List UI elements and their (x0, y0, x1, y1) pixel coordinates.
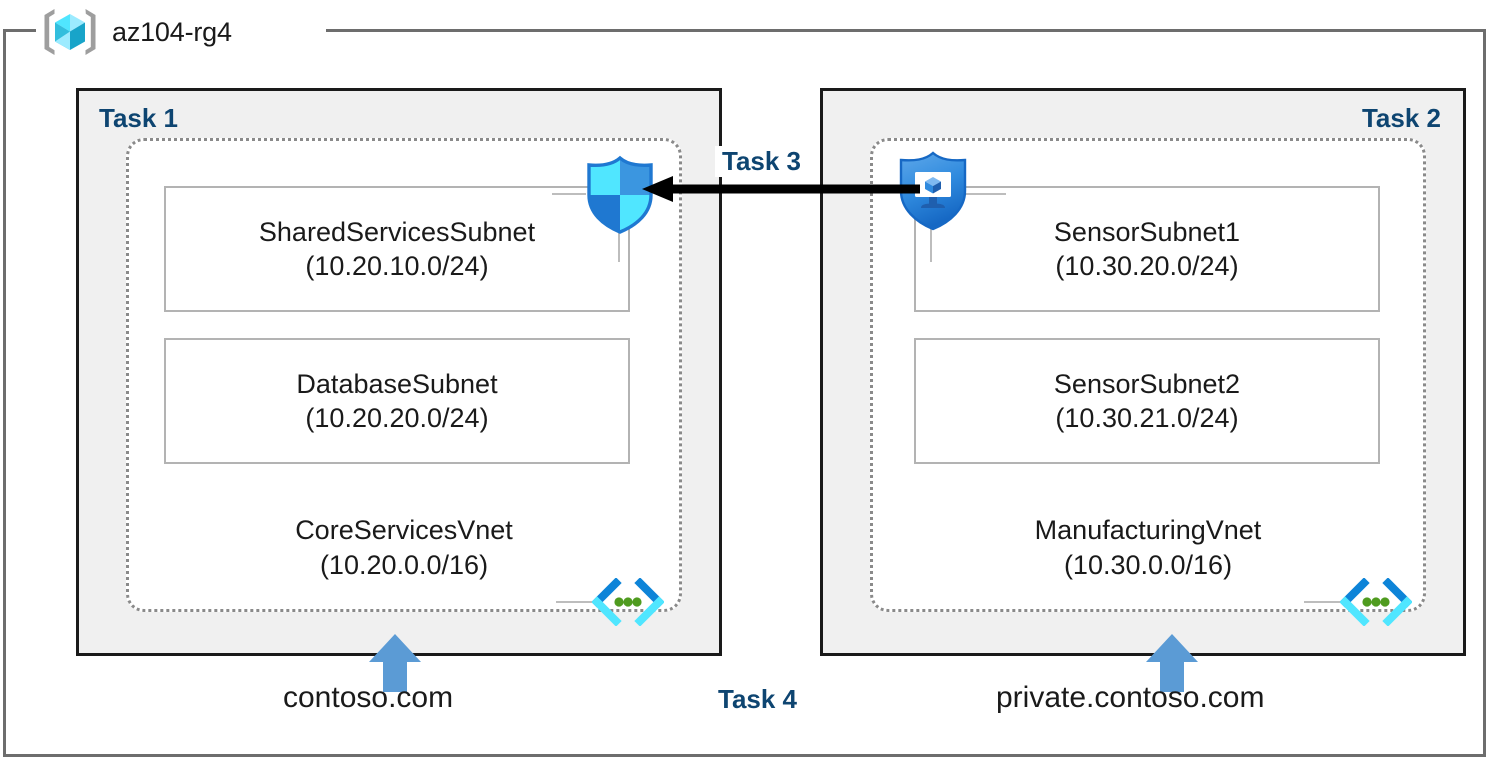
dns-zone-contoso-label: contoso.com (283, 681, 454, 714)
task1-label: Task 1 (99, 103, 179, 133)
resource-group-header: az104-rg4 (40, 6, 232, 58)
up-arrow-icon (1146, 634, 1198, 692)
subnet-database-cidr: (10.20.20.0/24) (305, 403, 489, 433)
subnet-sharedservices-cidr: (10.20.10.0/24) (305, 251, 489, 281)
peering-stub-left (556, 601, 594, 603)
subnet-sensor2: SensorSubnet2 (10.30.21.0/24) (914, 338, 1380, 464)
nsg-connector-stub-down (618, 228, 620, 262)
vm-connector-stub-down (930, 226, 932, 262)
left-arrow-icon (640, 170, 920, 208)
vnet-peering-icon (591, 577, 665, 627)
vm-connector-stub-right (966, 193, 1006, 195)
azure-resource-group-cube-icon (40, 6, 100, 58)
subnet-database: DatabaseSubnet (10.20.20.0/24) (164, 338, 630, 464)
network-security-group-shield-icon (583, 155, 657, 235)
task4-label: Task 4 (718, 684, 798, 714)
subnet-sensor1-cidr: (10.30.20.0/24) (1055, 251, 1239, 281)
subnet-sharedservices-name: SharedServicesSubnet (258, 216, 536, 247)
virtual-machine-shield-icon (895, 150, 971, 232)
subnet-sensor1: SensorSubnet1 (10.30.20.0/24) (914, 186, 1380, 312)
task3-label: Task 3 (715, 146, 809, 177)
vnet-peering-icon (1339, 577, 1413, 627)
vnet-coreservices-name: CoreServicesVnet (295, 514, 513, 545)
resource-group-frame (3, 29, 1486, 757)
vnet-manufacturing-cidr: (10.30.0.0/16) (1063, 549, 1233, 580)
subnet-sensor1-name: SensorSubnet1 (1053, 216, 1241, 247)
subnet-database-name: DatabaseSubnet (296, 368, 498, 399)
resource-group-name: az104-rg4 (112, 16, 232, 47)
vnet-manufacturing-name: ManufacturingVnet (1034, 514, 1262, 545)
nsg-connector-stub-left (552, 193, 586, 195)
task2-label: Task 2 (1361, 103, 1441, 133)
peering-stub-right (1304, 601, 1342, 603)
vnet-coreservices-cidr: (10.20.0.0/16) (319, 549, 489, 580)
subnet-sharedservices: SharedServicesSubnet (10.20.10.0/24) (164, 186, 630, 312)
up-arrow-icon (369, 634, 421, 692)
subnet-sensor2-cidr: (10.30.21.0/24) (1055, 403, 1239, 433)
dns-zone-private-contoso-label: private.contoso.com (996, 681, 1265, 714)
subnet-sensor2-name: SensorSubnet2 (1053, 368, 1241, 399)
